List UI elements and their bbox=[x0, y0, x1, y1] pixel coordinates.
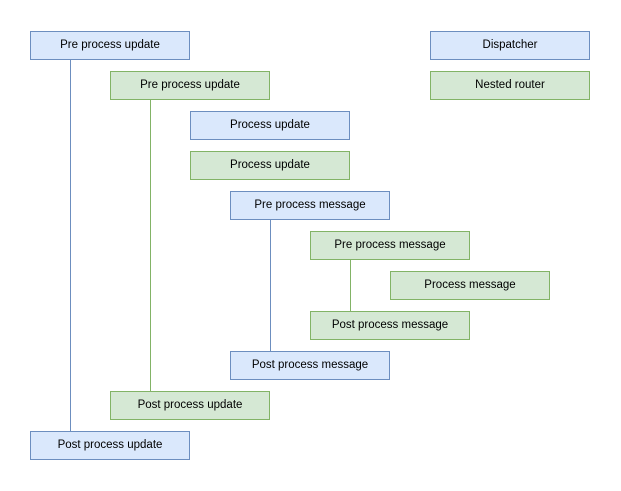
connector-dispatcher-update bbox=[70, 60, 71, 431]
node-process-update-dispatcher[interactable]: Process update bbox=[190, 111, 350, 140]
node-pre-process-update-dispatcher[interactable]: Pre process update bbox=[30, 31, 190, 60]
node-process-update-router[interactable]: Process update bbox=[190, 151, 350, 180]
connector-router-update bbox=[150, 100, 151, 391]
node-post-process-update-router-label: Post process update bbox=[137, 398, 243, 411]
connector-dispatcher-message bbox=[270, 220, 271, 351]
node-process-update-dispatcher-label: Process update bbox=[230, 118, 310, 131]
legend-nested-router-label: Nested router bbox=[475, 78, 545, 91]
connector-router-message bbox=[350, 260, 351, 311]
node-post-process-message-router[interactable]: Post process message bbox=[310, 311, 470, 340]
legend-dispatcher[interactable]: Dispatcher bbox=[430, 31, 590, 60]
legend-nested-router[interactable]: Nested router bbox=[430, 71, 590, 100]
node-pre-process-message-dispatcher[interactable]: Pre process message bbox=[230, 191, 390, 220]
node-pre-process-message-router-label: Pre process message bbox=[334, 238, 446, 251]
node-process-message-router[interactable]: Process message bbox=[390, 271, 550, 300]
node-post-process-update-dispatcher-label: Post process update bbox=[57, 438, 163, 451]
node-post-process-message-router-label: Post process message bbox=[331, 318, 449, 331]
node-process-update-router-label: Process update bbox=[230, 158, 310, 171]
node-post-process-update-router[interactable]: Post process update bbox=[110, 391, 270, 420]
node-pre-process-message-dispatcher-label: Pre process message bbox=[254, 198, 366, 211]
node-pre-process-update-router[interactable]: Pre process update bbox=[110, 71, 270, 100]
node-post-process-update-dispatcher[interactable]: Post process update bbox=[30, 431, 190, 460]
node-process-message-router-label: Process message bbox=[424, 278, 516, 291]
node-pre-process-update-dispatcher-label: Pre process update bbox=[60, 38, 160, 51]
node-post-process-message-dispatcher-label: Post process message bbox=[251, 358, 369, 371]
node-pre-process-message-router[interactable]: Pre process message bbox=[310, 231, 470, 260]
node-post-process-message-dispatcher[interactable]: Post process message bbox=[230, 351, 390, 380]
legend-dispatcher-label: Dispatcher bbox=[482, 38, 538, 51]
node-pre-process-update-router-label: Pre process update bbox=[140, 78, 240, 91]
